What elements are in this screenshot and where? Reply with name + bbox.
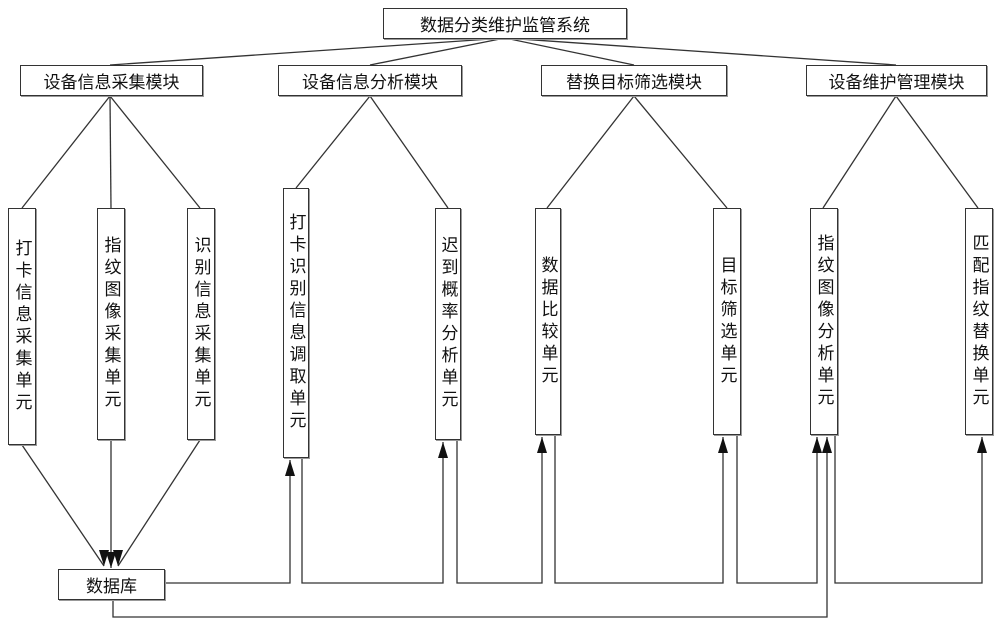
system-title: 数据分类维护监管系统 [420, 16, 590, 36]
unit-box: 匹配指纹替换单元 [965, 208, 993, 435]
module-label: 替换目标筛选模块 [566, 73, 702, 93]
module-box-screening: 替换目标筛选模块 [541, 65, 727, 96]
module-label: 设备维护管理模块 [828, 73, 965, 93]
module-box-collection: 设备信息采集模块 [20, 65, 203, 96]
unit-label: 目标筛选单元 [716, 255, 737, 388]
database-label: 数据库 [86, 577, 137, 597]
unit-label: 迟到概率分析单元 [437, 236, 458, 412]
unit-box: 迟到概率分析单元 [435, 208, 461, 440]
unit-label: 识别信息采集单元 [190, 236, 211, 412]
module-box-analysis: 设备信息分析模块 [278, 65, 462, 96]
system-title-box: 数据分类维护监管系统 [383, 8, 627, 39]
unit-label: 数据比较单元 [537, 255, 558, 388]
unit-label: 打卡识别信息调取单元 [285, 213, 306, 433]
database-box: 数据库 [58, 569, 165, 600]
unit-box: 指纹图像采集单元 [97, 208, 125, 440]
unit-label: 匹配指纹替换单元 [968, 233, 989, 410]
unit-label: 打卡信息采集单元 [11, 238, 32, 415]
module-box-maintenance: 设备维护管理模块 [806, 65, 987, 96]
unit-box: 打卡信息采集单元 [8, 208, 36, 445]
unit-box: 识别信息采集单元 [187, 208, 215, 440]
unit-box: 数据比较单元 [535, 208, 561, 435]
unit-box: 打卡识别信息调取单元 [283, 188, 309, 458]
unit-box: 指纹图像分析单元 [810, 208, 838, 435]
unit-label: 指纹图像分析单元 [813, 233, 834, 410]
unit-label: 指纹图像采集单元 [100, 236, 121, 412]
module-label: 设备信息采集模块 [43, 73, 180, 93]
unit-box: 目标筛选单元 [713, 208, 741, 435]
module-label: 设备信息分析模块 [302, 73, 438, 93]
